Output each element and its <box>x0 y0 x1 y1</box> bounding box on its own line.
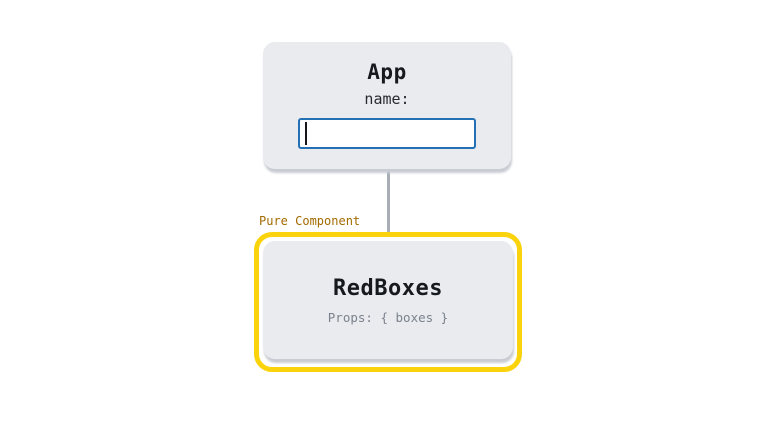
parent-child-connector-line <box>387 168 390 234</box>
app-component-node: App name: <box>263 42 511 169</box>
name-input-wrap <box>298 118 476 149</box>
redboxes-node-title: RedBoxes <box>333 275 443 301</box>
name-field-label: name: <box>364 90 410 108</box>
pure-component-highlight-ring: RedBoxes Props: { boxes } <box>254 232 522 372</box>
name-input[interactable] <box>298 118 476 149</box>
pure-component-label: Pure Component <box>259 214 361 228</box>
redboxes-props-text: Props: { boxes } <box>327 309 449 325</box>
text-caret <box>305 122 307 145</box>
app-node-title: App <box>367 60 407 84</box>
redboxes-component-node: RedBoxes Props: { boxes } <box>263 241 513 359</box>
